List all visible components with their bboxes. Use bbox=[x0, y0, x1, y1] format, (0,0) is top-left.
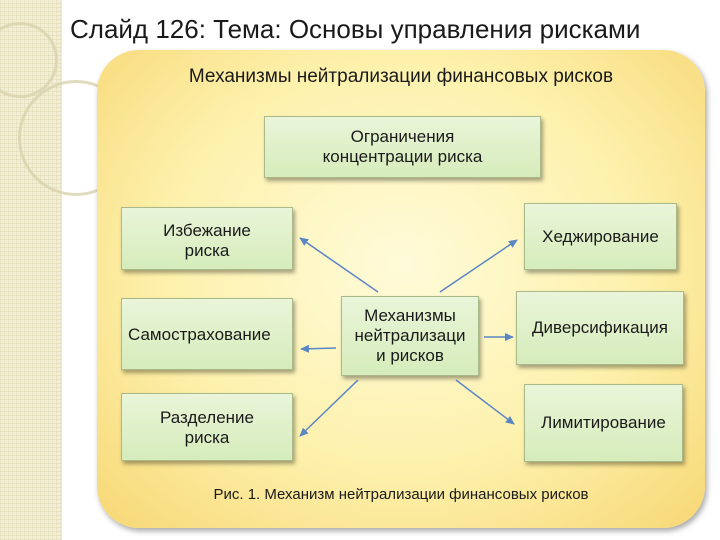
arrow-to-risk-sharing bbox=[300, 380, 358, 436]
figure-caption: Рис. 1. Механизм нейтрализации финансовы… bbox=[97, 486, 705, 503]
arrow-to-self-insurance bbox=[301, 348, 336, 349]
arrow-to-hedging bbox=[440, 240, 517, 292]
arrow-to-avoidance bbox=[300, 238, 378, 292]
arrow-to-limiting bbox=[456, 380, 514, 424]
